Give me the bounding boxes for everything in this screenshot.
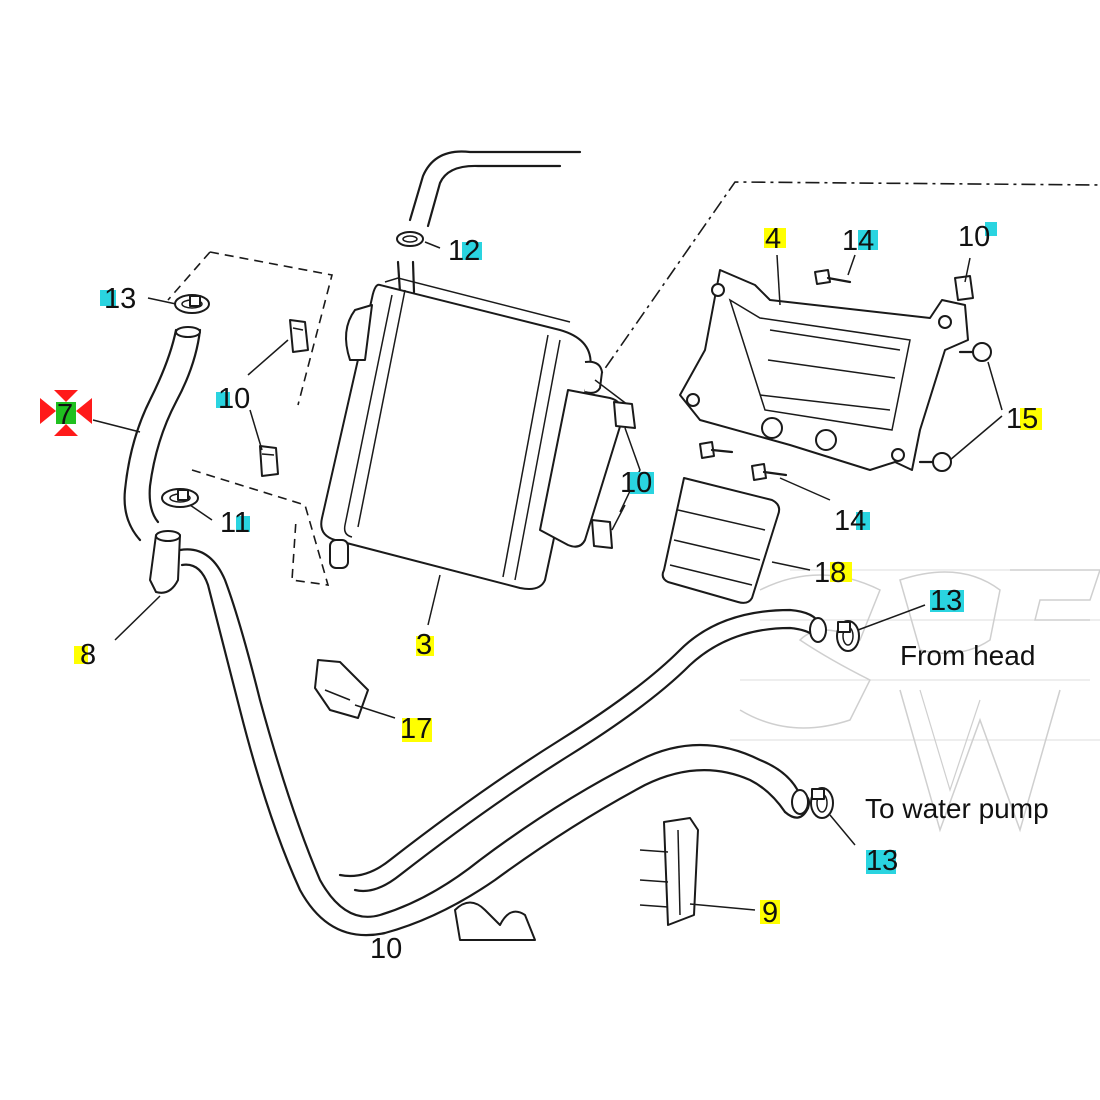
- svg-text:10: 10: [958, 221, 990, 253]
- clip-part-17: [314, 659, 369, 719]
- callout-14-lower: 14: [834, 505, 870, 537]
- svg-text:4: 4: [765, 223, 781, 255]
- top-hose: [408, 150, 582, 228]
- clamp-part-13-left: [174, 294, 210, 314]
- callout-4: 4: [764, 223, 786, 255]
- svg-text:13: 13: [104, 283, 136, 315]
- watermark-logo: [730, 569, 1100, 833]
- callout-13-to-pump: 13: [866, 845, 898, 877]
- svg-text:14: 14: [842, 225, 874, 257]
- bolt-part-14-lower-a: [699, 441, 734, 459]
- clip-part-10-upper: [289, 319, 309, 353]
- svg-text:9: 9: [762, 897, 778, 929]
- callout-17: 17: [400, 713, 432, 745]
- bolt-part-14-lower-b: [751, 463, 788, 481]
- bolt-part-14-upper: [814, 269, 852, 285]
- svg-text:14: 14: [834, 505, 866, 537]
- svg-text:10: 10: [620, 467, 652, 499]
- clip-part-10-middle: [591, 401, 641, 549]
- clamp-part-13-to-pump: [810, 787, 834, 819]
- svg-text:15: 15: [1006, 403, 1038, 435]
- clip-part-10-lower: [259, 445, 279, 477]
- svg-text:11: 11: [220, 507, 250, 539]
- clamp-part-12: [396, 231, 424, 294]
- callout-12: 12: [448, 235, 482, 267]
- svg-text:7: 7: [57, 399, 73, 431]
- callout-10-left: 10: [216, 383, 250, 415]
- screw-part-15-upper: [958, 342, 992, 362]
- callout-11: 11: [220, 507, 250, 539]
- cover-part-18: [661, 477, 781, 604]
- clip-partial-bottom: [454, 901, 536, 941]
- long-hose: [178, 548, 827, 937]
- dashed-guide-lower: [191, 469, 330, 586]
- callout-10-middle: 10: [620, 467, 654, 499]
- clip-part-10-right: [954, 275, 974, 301]
- callout-15: 15: [1006, 403, 1042, 435]
- callout-10-upper-right: 10: [958, 221, 997, 253]
- callout-8: 8: [74, 639, 96, 671]
- from-head-label: From head: [900, 640, 1035, 671]
- callout-14-upper: 14: [842, 225, 878, 257]
- svg-text:17: 17: [400, 713, 432, 745]
- assembly-boundary-line: [589, 181, 1100, 391]
- callout-3: 3: [416, 629, 434, 661]
- screw-part-15-lower: [918, 452, 952, 472]
- svg-text:3: 3: [416, 629, 432, 661]
- svg-text:8: 8: [80, 639, 96, 671]
- bracket-part-4: [679, 269, 969, 471]
- callout-18: 18: [814, 557, 852, 589]
- hose-part-7: [123, 326, 202, 542]
- svg-text:10: 10: [218, 383, 250, 415]
- partial-callout-bottom: 10: [370, 933, 402, 965]
- hose-part-8: [149, 530, 181, 594]
- clamp-part-13-from-head: [836, 620, 860, 652]
- svg-text:13: 13: [930, 585, 962, 617]
- clamp-part-11: [161, 488, 199, 508]
- callout-13-from-head: 13: [930, 585, 964, 617]
- dashed-guide-upper: [167, 251, 333, 406]
- to-water-pump-label: To water pump: [865, 793, 1049, 824]
- leader-lines: [92, 241, 1003, 911]
- svg-text:13: 13: [866, 845, 898, 877]
- svg-text:18: 18: [814, 557, 846, 589]
- red-arrows-marker-icon: [40, 390, 92, 436]
- callout-9: 9: [760, 897, 780, 929]
- callout-7-selected: 7: [40, 390, 92, 436]
- svg-text:12: 12: [448, 235, 480, 267]
- callout-13-upper-left: 13: [100, 283, 136, 315]
- radiator-part-3: [320, 277, 629, 590]
- holder-part-9: [639, 817, 699, 926]
